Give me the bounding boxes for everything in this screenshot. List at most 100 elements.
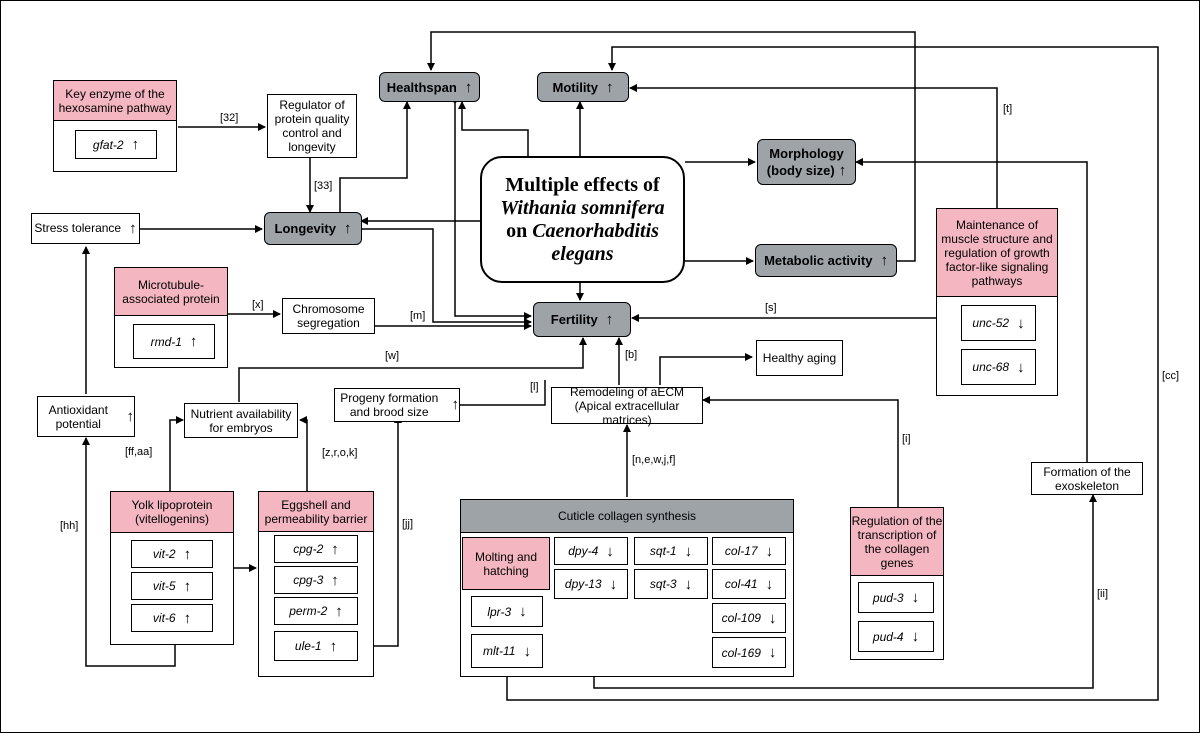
- down-arrow-icon: ↓: [768, 644, 777, 661]
- up-arrow-icon: ↑: [131, 136, 140, 153]
- fertility-label: Fertility: [550, 312, 598, 327]
- up-arrow-icon: ↑: [183, 609, 192, 627]
- gene-vit-5: vit-5 ↑: [131, 572, 213, 600]
- up-arrow-icon: ↑: [189, 333, 198, 350]
- ref-label: [z,r,o,k]: [322, 447, 358, 459]
- up-arrow-icon: ↑: [606, 78, 614, 96]
- muscle-header: Maintenance of muscle structure and regu…: [936, 208, 1058, 296]
- chromosome-box: Chromosome segregation: [282, 298, 375, 334]
- cuticle-header: Cuticle collagen synthesis: [460, 499, 794, 533]
- gene-label: cpg-2: [293, 542, 324, 556]
- center-line-1: Multiple effects of: [505, 173, 660, 196]
- morphology-label: Morphology: [769, 146, 844, 161]
- down-arrow-icon: ↓: [768, 609, 777, 627]
- exoskeleton-box: Formation of the exoskeleton: [1031, 462, 1143, 495]
- ref-label: [ff,aa]: [125, 446, 153, 458]
- up-arrow-icon: ↑: [126, 407, 135, 425]
- up-arrow-icon: ↑: [343, 220, 352, 237]
- ref-label: [hh]: [60, 520, 79, 532]
- gene-label: dpy-13: [564, 577, 602, 591]
- gene-label: perm-2: [289, 604, 328, 618]
- gene-mlt-11: mlt-11↓: [471, 634, 543, 668]
- eggshell-header: Eggshell and permeability barrier: [258, 491, 374, 531]
- gene-ule-1: ule-1↑: [274, 631, 358, 661]
- gene-label: col-41: [724, 577, 758, 591]
- down-arrow-icon: ↓: [765, 542, 774, 560]
- ref-label: [l]: [530, 381, 539, 393]
- gene-label: ule-1: [294, 639, 322, 653]
- gene-label: sqt-3: [649, 577, 677, 591]
- ref-label: [s]: [765, 302, 777, 314]
- ref-label: [b]: [625, 349, 638, 361]
- antioxidant-box: Antioxidant potential ↑: [37, 396, 135, 437]
- gene-vit-6: vit-6↑: [131, 604, 213, 632]
- center-line-2: Withania somnifera: [500, 196, 665, 219]
- gene-label: rmd-1: [150, 334, 182, 349]
- gene-label: col-109: [721, 611, 761, 625]
- down-arrow-icon: ↓: [911, 589, 920, 606]
- nutrient-box: Nutrient availability for embryos: [184, 403, 298, 438]
- ref-label: [ii]: [1097, 588, 1108, 600]
- gene-dpy-4: dpy-4 ↓: [554, 537, 628, 565]
- up-arrow-icon: ↑: [451, 396, 460, 413]
- hexosamine-header: Key enzyme of the hexosamine pathway: [53, 80, 177, 120]
- cuticle-label: Cuticle collagen synthesis: [557, 508, 697, 523]
- healthy-aging-label: Healthy aging: [762, 350, 837, 365]
- gene-col-169: col-169↓: [712, 637, 786, 668]
- down-arrow-icon: ↓: [911, 628, 920, 645]
- gene-label: vit-5: [152, 579, 176, 593]
- progeny-label: Progeny formation and brood size: [340, 391, 439, 419]
- gene-label: vit-2: [152, 547, 176, 561]
- stress-tolerance-box: Stress tolerance↑: [31, 213, 140, 244]
- gene-dpy-13: dpy-13↓: [554, 569, 628, 599]
- molting-header: Molting and hatching: [462, 537, 550, 590]
- gene-label: cpg-3: [293, 573, 324, 587]
- muscle-label: Maintenance of muscle structure and regu…: [941, 217, 1053, 288]
- center-line-5: elegans: [551, 242, 614, 265]
- central-title: Multiple effects of Withania somnifera o…: [480, 156, 685, 283]
- eggshell-label: Eggshell and permeability barrier: [264, 497, 368, 526]
- motility-label: Motility: [552, 79, 599, 95]
- metabolic-activity-label: Metabolic activity: [764, 253, 873, 268]
- up-arrow-icon: ↑: [183, 545, 192, 563]
- down-arrow-icon: ↓: [684, 542, 693, 560]
- progeny-box: Progeny formation and brood size ↑: [334, 388, 460, 422]
- gene-gfat-2: gfat-2 ↑: [75, 130, 157, 159]
- regulator-label: Regulator of protein quality control and…: [274, 98, 350, 154]
- gene-unc-68: unc-68↓: [961, 349, 1036, 385]
- nutrient-label: Nutrient availability for embryos: [190, 406, 292, 435]
- chromosome-label: Chromosome segregation: [292, 302, 365, 330]
- microtubule-header: Microtubule-associated protein: [114, 267, 228, 315]
- body-size-label: (body size): [766, 163, 835, 178]
- gene-label: gfat-2: [92, 137, 124, 152]
- down-arrow-icon: ↓: [606, 542, 614, 560]
- gene-pud-3: pud-3↓: [858, 582, 934, 613]
- hexosamine-label: Key enzyme of the hexosamine pathway: [58, 86, 172, 115]
- gene-cpg-2: cpg-2↑: [274, 535, 358, 563]
- center-line-4: Caenorhabditis: [532, 219, 659, 242]
- up-arrow-icon: ↑: [880, 252, 888, 269]
- gene-sqt-3: sqt-3↓: [634, 569, 708, 599]
- gene-col-17: col-17↓: [712, 537, 786, 565]
- down-arrow-icon: ↓: [765, 575, 774, 593]
- gene-label: dpy-4: [568, 544, 599, 558]
- up-arrow-icon: ↑: [838, 162, 847, 179]
- ref-label: [t]: [1003, 103, 1013, 115]
- center-line-3: on: [506, 219, 528, 242]
- longevity-label: Longevity: [274, 221, 336, 236]
- up-arrow-icon: ↑: [331, 571, 339, 589]
- ref-label: [cc]: [1162, 370, 1180, 382]
- gene-col-41: col-41 ↓: [712, 569, 786, 599]
- down-arrow-icon: ↓: [519, 603, 527, 620]
- ref-label: [m]: [410, 310, 426, 322]
- morphology-box: Morphology (body size)↑: [757, 139, 856, 185]
- healthy-aging-box: Healthy aging: [756, 340, 843, 376]
- ref-label: [x]: [252, 299, 264, 311]
- gene-cpg-3: cpg-3 ↑: [274, 566, 358, 594]
- metabolic-activity-box: Metabolic activity ↑: [755, 244, 897, 277]
- ref-label: [33]: [314, 180, 333, 192]
- ref-label: [w]: [385, 350, 400, 362]
- up-arrow-icon: ↑: [183, 577, 192, 595]
- antioxidant-label: Antioxidant potential: [48, 402, 108, 431]
- yolk-label: Yolk lipoprotein (vitellogenins): [131, 498, 213, 526]
